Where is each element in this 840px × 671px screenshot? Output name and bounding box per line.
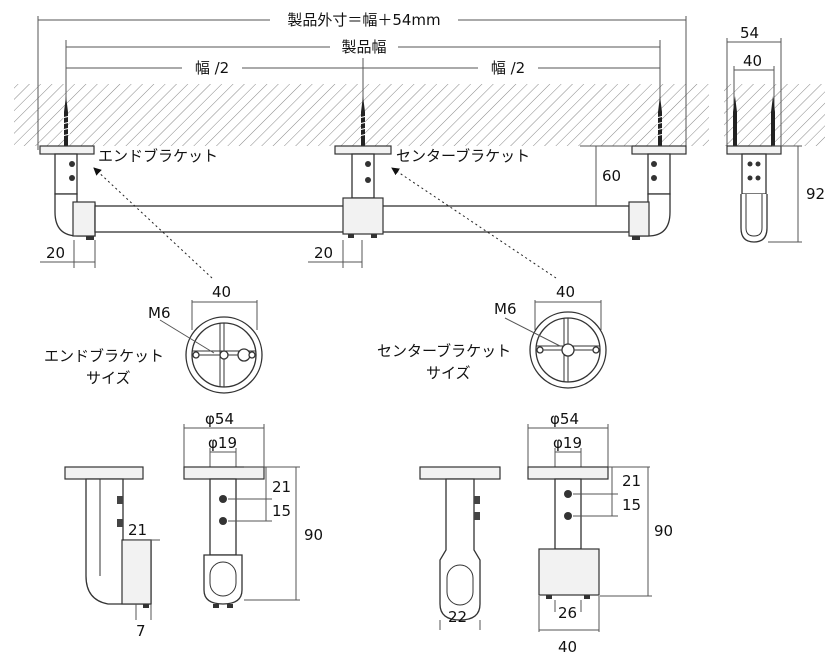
end-bracket-size-label-2: サイズ — [86, 369, 131, 387]
end-stem-phi19-label: φ19 — [208, 434, 237, 452]
end-diameter-40-label: 40 — [212, 283, 231, 301]
end-flange-phi54-label: φ54 — [205, 410, 234, 428]
half-width-left-label: 幅 /2 — [195, 59, 229, 77]
center-bracket-size-label-1: センターブラケット — [377, 342, 511, 360]
center-total-90-label: 90 — [654, 522, 673, 540]
center-screw-m6-label: M6 — [494, 300, 517, 318]
end-bracket-right — [628, 145, 687, 240]
center-bracket-size-label-2: サイズ — [426, 364, 471, 382]
center-diameter-40-label: 40 — [556, 283, 575, 301]
center-bottom-40-label: 40 — [558, 638, 577, 656]
center-bracket — [334, 145, 392, 238]
front-view: 製品外寸＝幅＋54mm 製品幅 幅 /2 幅 /2 — [14, 11, 825, 279]
end-hole-21-label: 21 — [272, 478, 291, 496]
screw-center — [358, 96, 368, 146]
center-bottom-26-label: 26 — [558, 604, 577, 622]
end-screw-m6-label: M6 — [148, 304, 171, 322]
half-width-right-label: 幅 /2 — [491, 59, 525, 77]
end-bracket-left — [39, 145, 96, 240]
end-bracket-round-view: 40 M6 エンドブラケット サイズ — [44, 283, 263, 394]
center-bracket-label: センターブラケット — [396, 147, 530, 165]
end-bracket-label: エンドブラケット — [98, 147, 218, 165]
side-54-label: 54 — [740, 24, 759, 42]
height-92-label: 92 — [806, 185, 825, 203]
center-hole-15-label: 15 — [622, 496, 641, 514]
end-bracket-size-label-1: エンドブラケット — [44, 347, 164, 365]
end-total-90-label: 90 — [304, 526, 323, 544]
center-hole-21-label: 21 — [622, 472, 641, 490]
side-40-label: 40 — [743, 52, 762, 70]
center-bracket-front-profile: φ54 φ19 21 15 90 26 40 — [527, 410, 673, 656]
side-view: 54 40 92 — [726, 24, 825, 243]
end-hole-15-label: 15 — [272, 502, 291, 520]
center-flange-phi54-label: φ54 — [550, 410, 579, 428]
screw-left — [61, 96, 71, 146]
overall-width-label: 製品外寸＝幅＋54mm — [287, 11, 440, 29]
end-bracket-side-profile: 21 7 — [64, 466, 160, 640]
center-bracket-side-profile: 22 — [419, 466, 501, 630]
height-60-label: 60 — [602, 167, 621, 185]
end-side-7-label: 7 — [136, 622, 146, 640]
screw-right — [655, 96, 665, 146]
product-width-label: 製品幅 — [341, 38, 386, 56]
center-bracket-round-view: 40 M6 センターブラケット サイズ — [377, 283, 607, 389]
end-bracket-front-profile: φ54 φ19 21 15 90 — [183, 410, 323, 608]
offset-left-20-label: 20 — [46, 244, 65, 262]
center-oval-22-label: 22 — [448, 608, 467, 626]
end-side-21-label: 21 — [128, 521, 147, 539]
offset-center-20-label: 20 — [314, 244, 333, 262]
center-stem-phi19-label: φ19 — [553, 434, 582, 452]
